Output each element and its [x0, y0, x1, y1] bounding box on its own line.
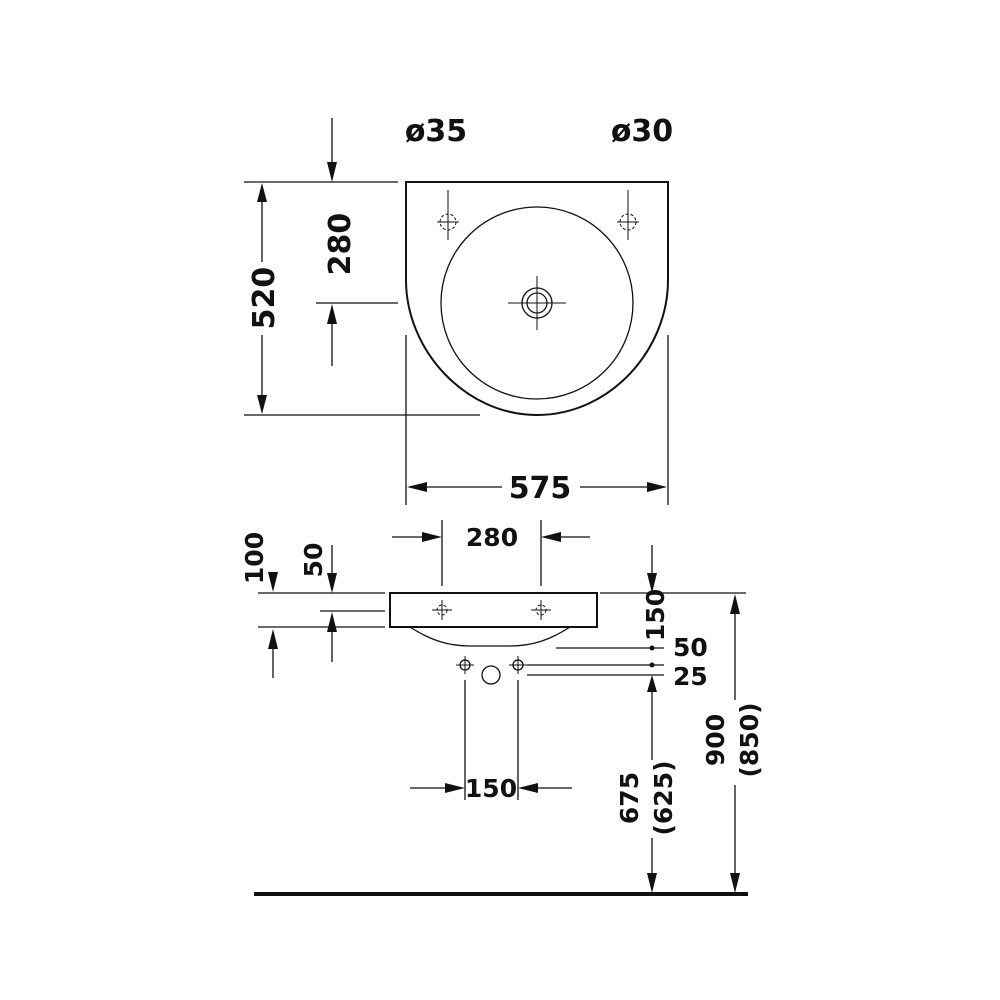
drain-icon	[508, 276, 566, 330]
dim-150-right-label: 150	[641, 589, 670, 641]
basin-outline	[405, 181, 669, 417]
basin-side-outline	[389, 592, 598, 628]
trap-right-icon	[509, 656, 527, 674]
dim-900-label: 900	[701, 714, 730, 766]
dim-625-label: (625)	[649, 760, 678, 835]
dim-50-right-label: 50	[673, 633, 708, 662]
dim-520-line	[257, 183, 267, 414]
side-tap-right-icon	[531, 600, 551, 620]
dim-100-label: 100	[240, 532, 269, 584]
dim-850-label: (850)	[735, 702, 764, 777]
dim-50-left-label: 50	[299, 543, 328, 578]
trap-center-icon	[481, 665, 501, 685]
trap-left-icon	[456, 656, 474, 674]
bowl-circle	[440, 206, 634, 400]
dim-50-left-line	[327, 545, 337, 662]
dim-900-line	[730, 594, 740, 893]
dim-575-label: 575	[509, 471, 572, 506]
dim-675-label: 675	[615, 772, 644, 824]
tap-hole-left-label: ø35	[405, 114, 467, 149]
side-view: 280 100 50	[240, 520, 764, 896]
dim-280-line	[327, 118, 337, 366]
basin-side-bowl	[409, 626, 571, 647]
dim-100-line	[268, 572, 278, 678]
tap-hole-left-icon	[437, 190, 459, 240]
dim-150-bottom-label: 150	[465, 774, 517, 803]
dim-575-line	[407, 482, 667, 492]
dim-280-side-label: 280	[466, 523, 518, 552]
dim-280-top-label: 280	[323, 213, 358, 276]
top-view: 520 280 575 ø35 ø30	[244, 114, 673, 506]
dim-25-label: 25	[673, 662, 708, 691]
dim-520-label: 520	[247, 267, 282, 330]
dim-150-bottom-line	[410, 783, 572, 793]
tap-hole-right-label: ø30	[611, 114, 673, 149]
tap-hole-right-icon	[617, 190, 639, 240]
dim-150-right-line	[647, 545, 657, 893]
dim-280-side-line	[392, 532, 590, 542]
side-tap-left-icon	[432, 600, 452, 620]
